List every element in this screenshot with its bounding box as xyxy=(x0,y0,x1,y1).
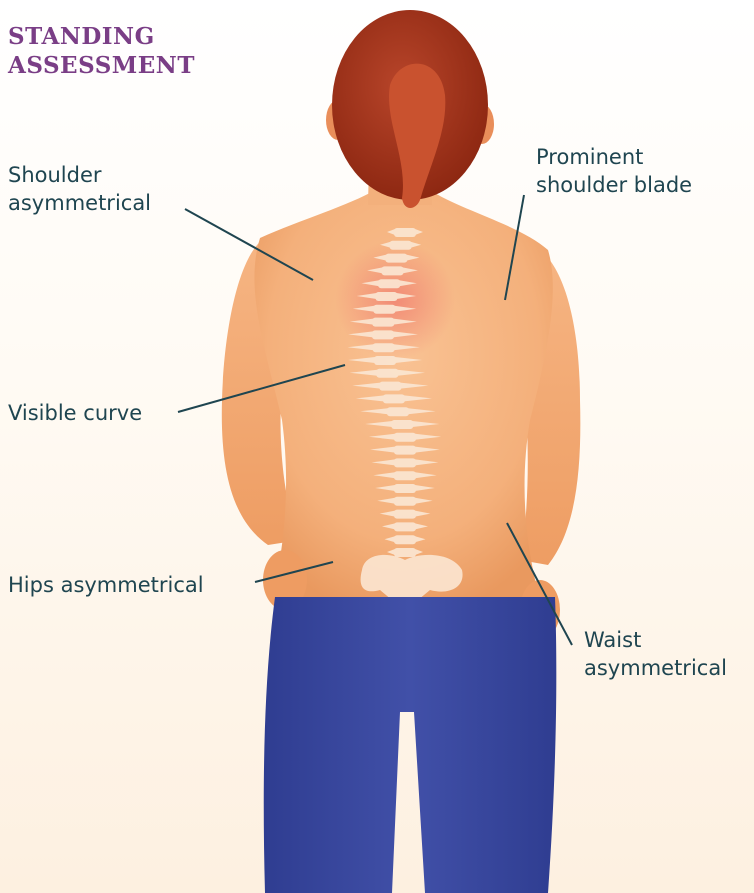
label-waist-asymmetrical: Waist asymmetrical xyxy=(584,626,727,682)
label-hips-asymmetrical: Hips asymmetrical xyxy=(8,571,204,599)
label-shoulder-asymmetrical: Shoulder asymmetrical xyxy=(8,161,151,217)
page-title: STANDING ASSESSMENT xyxy=(8,22,195,80)
label-waist-line-2: asymmetrical xyxy=(584,654,727,682)
label-prominent-shoulder-blade: Prominent shoulder blade xyxy=(536,143,692,199)
title-line-1: STANDING xyxy=(8,22,195,51)
title-line-2: ASSESSMENT xyxy=(8,51,195,80)
label-visible-curve: Visible curve xyxy=(8,399,142,427)
label-curve-text: Visible curve xyxy=(8,399,142,427)
label-shoulder-line-2: asymmetrical xyxy=(8,189,151,217)
label-shoulder-blade-line-1: Prominent xyxy=(536,143,692,171)
label-shoulder-blade-line-2: shoulder blade xyxy=(536,171,692,199)
label-waist-line-1: Waist xyxy=(584,626,727,654)
pants xyxy=(264,597,557,893)
label-shoulder-line-1: Shoulder xyxy=(8,161,151,189)
label-hips-text: Hips asymmetrical xyxy=(8,571,204,599)
